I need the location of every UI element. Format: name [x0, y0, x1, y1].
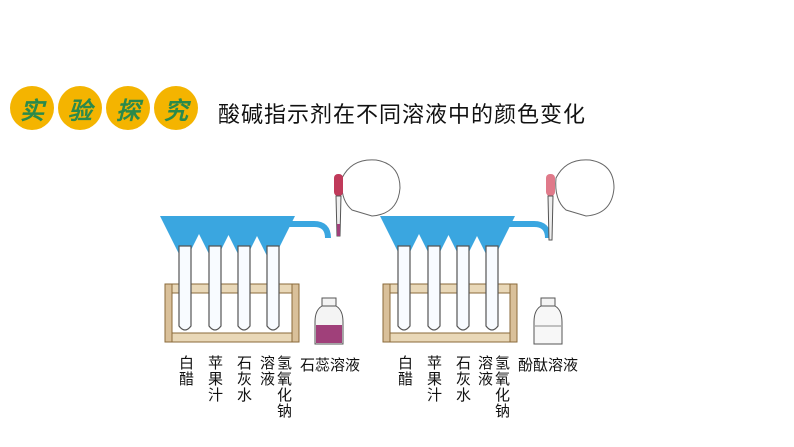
left-tube-3: [237, 245, 251, 331]
right-label-vinegar: 白醋: [396, 355, 414, 387]
right-hand: [555, 159, 615, 217]
left-label-vinegar: 白醋: [177, 355, 195, 387]
right-label-solution: 溶液: [476, 355, 494, 387]
badge-shi: 实: [10, 86, 54, 130]
right-tube-1: [397, 245, 411, 331]
left-tube-2: [208, 245, 222, 331]
left-rack-base: [164, 332, 300, 343]
right-tube-2: [427, 245, 441, 331]
right-indicator-label: 酚酞溶液: [518, 356, 579, 374]
right-label-naoh: 氢氧化钠: [493, 355, 511, 419]
left-tube-4: [266, 245, 280, 331]
left-hand: [341, 159, 401, 217]
right-tube-4: [485, 245, 499, 331]
phenolphthalein-bottle: [533, 305, 563, 345]
left-label-limewater: 石灰水: [235, 355, 253, 403]
left-label-solution: 溶液: [258, 355, 276, 387]
right-tube-3: [456, 245, 470, 331]
left-apparatus: [160, 159, 401, 345]
badge-jiu: 究: [154, 86, 198, 130]
badge-yan: 验: [58, 86, 102, 130]
left-label-naoh: 氢氧化钠: [275, 355, 293, 419]
left-tube-1: [178, 245, 192, 331]
left-label-apple-juice: 苹果汁: [206, 355, 224, 403]
page-title: 酸碱指示剂在不同溶液中的颜色变化: [218, 103, 587, 128]
left-arrow-path: [160, 216, 331, 264]
right-apparatus: [380, 159, 615, 345]
left-indicator-label: 石蕊溶液: [300, 356, 361, 374]
badge-tan: 探: [106, 86, 150, 130]
right-label-limewater: 石灰水: [454, 355, 472, 403]
right-label-apple-juice: 苹果汁: [425, 355, 443, 403]
